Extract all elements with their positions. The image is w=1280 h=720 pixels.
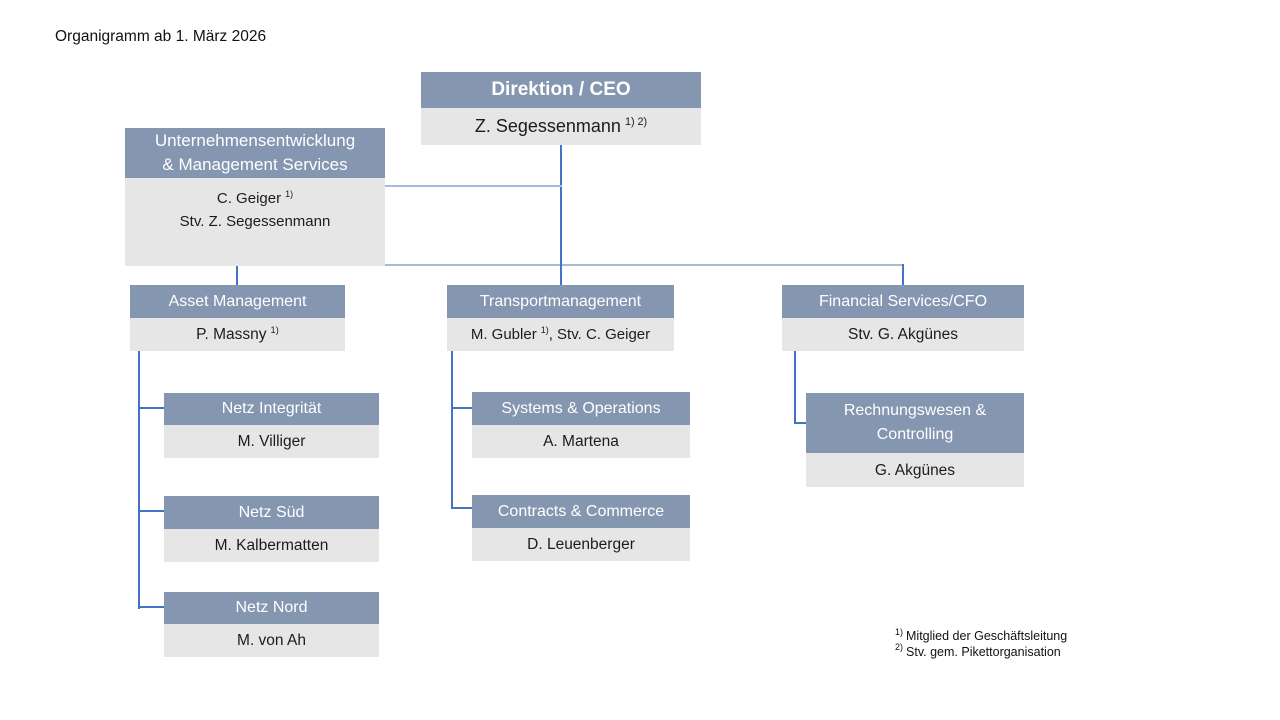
org-box-rechnungswesen-title-line2: Controlling bbox=[876, 426, 954, 443]
footnotes: 1)Mitglied der Geschäftsleitung 2)Stv. g… bbox=[895, 626, 1068, 661]
org-box-netz-nord-person-name: M. von Ah bbox=[237, 632, 306, 649]
org-box-netz-sued-person-name: M. Kalbermatten bbox=[214, 537, 329, 554]
org-box-transportmanagement-person-name: M. Gubler bbox=[470, 326, 537, 343]
connector-stub-netz-nord bbox=[138, 606, 164, 608]
org-box-netz-sued: Netz Süd M. Kalbermatten bbox=[164, 496, 379, 562]
page-title: Organigramm ab 1. März 2026 bbox=[55, 28, 267, 45]
org-box-unternehmensentwicklung-title-line1: Unternehmensentwicklung bbox=[154, 131, 356, 150]
org-box-transportmanagement-deputy: , Stv. C. Geiger bbox=[548, 326, 651, 343]
org-box-financial-services-header: Financial Services/CFO bbox=[782, 285, 1024, 318]
org-box-contracts-commerce-body: D. Leuenberger bbox=[472, 528, 690, 561]
org-box-rechnungswesen-title-line1: Rechnungswesen & bbox=[843, 402, 987, 419]
org-box-netz-nord: Netz Nord M. von Ah bbox=[164, 592, 379, 657]
org-box-transportmanagement-title: Transportmanagement bbox=[479, 292, 642, 310]
org-box-financial-services-title: Financial Services/CFO bbox=[818, 292, 988, 310]
org-box-ceo-footnote-marker: 1) 2) bbox=[624, 116, 648, 128]
org-box-netz-nord-header: Netz Nord bbox=[164, 592, 379, 624]
connector-stub-rechnungswesen bbox=[794, 422, 806, 424]
connector-transport-subtree bbox=[451, 351, 453, 509]
footnote-2-text: Stv. gem. Pikettorganisation bbox=[906, 644, 1061, 659]
org-box-contracts-commerce-person-name: D. Leuenberger bbox=[527, 536, 635, 553]
footnote-2: 2)Stv. gem. Pikettorganisation bbox=[895, 642, 1067, 661]
org-box-systems-operations-body: A. Martena bbox=[472, 425, 690, 458]
org-box-financial-services-body: Stv. G. Akgünes bbox=[782, 318, 1024, 351]
connector-stub-finance bbox=[902, 264, 904, 285]
org-box-netz-nord-body: M. von Ah bbox=[164, 624, 379, 657]
connector-stub-asset bbox=[236, 264, 238, 285]
org-box-asset-management-header: Asset Management bbox=[130, 285, 345, 318]
org-box-asset-management-footnote-marker: 1) bbox=[270, 324, 279, 335]
org-box-systems-operations-header: Systems & Operations bbox=[472, 392, 690, 425]
org-box-unternehmensentwicklung-person-name: C. Geiger bbox=[216, 190, 282, 207]
org-box-netz-integritaet-body: M. Villiger bbox=[164, 425, 379, 458]
org-box-netz-integritaet-header: Netz Integrität bbox=[164, 393, 379, 425]
org-box-unternehmensentwicklung: Unternehmensentwicklung & Management Ser… bbox=[125, 128, 385, 266]
org-box-netz-sued-title: Netz Süd bbox=[238, 503, 305, 521]
org-box-netz-integritaet-title: Netz Integrität bbox=[221, 400, 322, 417]
connector-distribution-line bbox=[236, 264, 904, 266]
footnote-1-marker: 1) bbox=[895, 626, 904, 637]
org-box-netz-integritaet: Netz Integrität M. Villiger bbox=[164, 393, 379, 458]
org-box-ceo-header: Direktion / CEO bbox=[421, 72, 701, 108]
connector-stub-transport bbox=[560, 264, 562, 285]
connector-stub-contracts bbox=[451, 507, 472, 509]
org-box-financial-services-person-name: Stv. G. Akgünes bbox=[848, 326, 958, 343]
connector-stub-netz-integritaet bbox=[138, 407, 164, 409]
connector-stub-netz-sued bbox=[138, 510, 164, 512]
org-box-netz-integritaet-person-name: M. Villiger bbox=[237, 433, 306, 450]
footnote-1: 1)Mitglied der Geschäftsleitung bbox=[895, 626, 1068, 645]
connector-ceo-vertical bbox=[560, 143, 562, 265]
org-box-unternehmensentwicklung-header: Unternehmensentwicklung & Management Ser… bbox=[125, 128, 385, 178]
org-box-financial-services: Financial Services/CFO Stv. G. Akgünes bbox=[782, 285, 1024, 351]
org-box-asset-management-person-name: P. Massny bbox=[196, 326, 267, 343]
org-box-transportmanagement-header: Transportmanagement bbox=[447, 285, 674, 318]
org-box-contracts-commerce-header: Contracts & Commerce bbox=[472, 495, 690, 528]
footnote-2-marker: 2) bbox=[895, 642, 904, 653]
org-box-rechnungswesen: Rechnungswesen & Controlling G. Akgünes bbox=[806, 393, 1024, 487]
org-box-contracts-commerce-title: Contracts & Commerce bbox=[497, 502, 665, 520]
org-box-asset-management-title: Asset Management bbox=[168, 292, 307, 310]
org-box-unternehmensentwicklung-title-line2: & Management Services bbox=[162, 155, 348, 174]
org-box-rechnungswesen-body: G. Akgünes bbox=[806, 453, 1024, 487]
org-box-netz-nord-title: Netz Nord bbox=[235, 599, 308, 616]
org-box-unternehmensentwicklung-deputy: Stv. Z. Segessenmann bbox=[179, 213, 331, 230]
connector-stub-systems bbox=[451, 407, 472, 409]
org-box-rechnungswesen-header: Rechnungswesen & Controlling bbox=[806, 393, 1024, 453]
connector-ue-horizontal bbox=[385, 185, 562, 187]
org-box-netz-sued-body: M. Kalbermatten bbox=[164, 529, 379, 562]
org-box-systems-operations-person-name: A. Martena bbox=[543, 433, 619, 450]
org-box-unternehmensentwicklung-footnote-marker: 1) bbox=[285, 189, 294, 199]
org-box-systems-operations: Systems & Operations A. Martena bbox=[472, 392, 690, 458]
connector-asset-subtree bbox=[138, 351, 140, 609]
org-box-contracts-commerce: Contracts & Commerce D. Leuenberger bbox=[472, 495, 690, 561]
footnote-1-text: Mitglied der Geschäftsleitung bbox=[906, 629, 1068, 643]
org-box-ceo-person-name: Z. Segessenmann bbox=[474, 116, 621, 136]
connector-finance-subtree bbox=[794, 351, 796, 424]
org-box-systems-operations-title: Systems & Operations bbox=[501, 399, 661, 417]
org-box-netz-sued-header: Netz Süd bbox=[164, 496, 379, 529]
org-box-rechnungswesen-person-name: G. Akgünes bbox=[874, 461, 956, 479]
org-box-ceo-title: Direktion / CEO bbox=[491, 79, 631, 100]
org-box-transportmanagement-footnote-marker: 1) bbox=[540, 325, 549, 335]
